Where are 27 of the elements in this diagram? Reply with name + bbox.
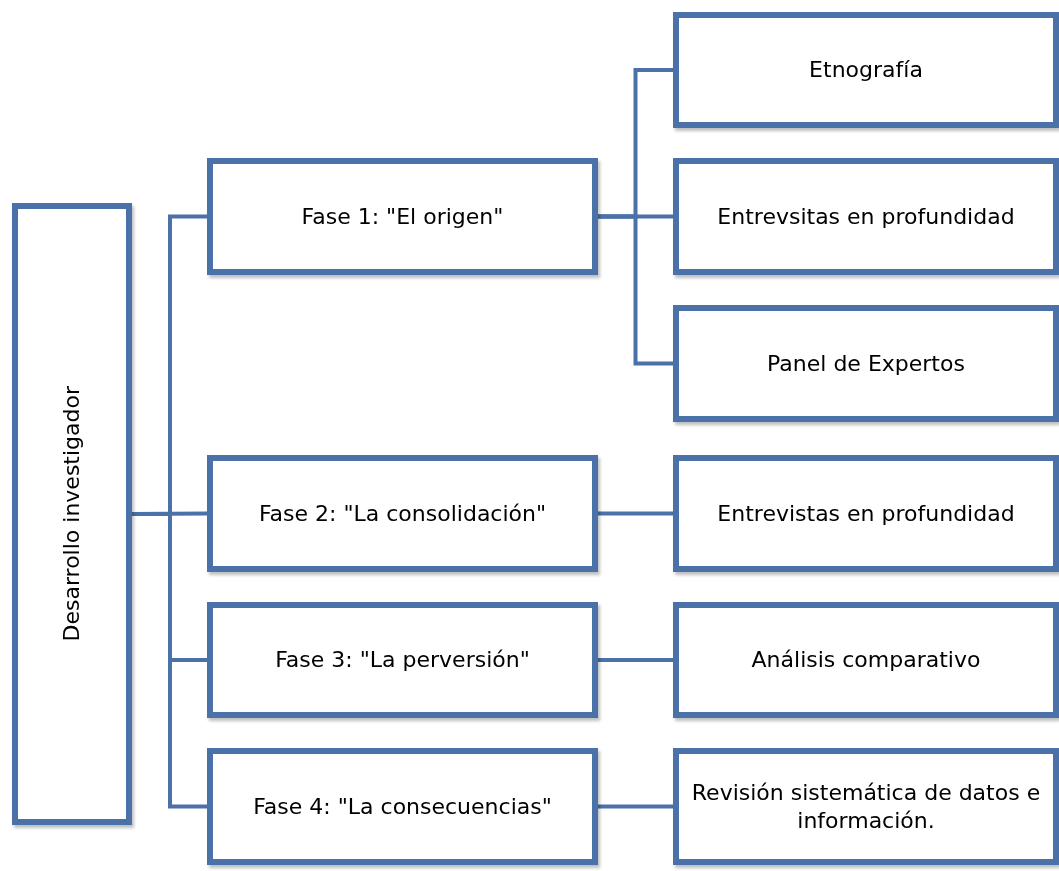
process-box: [207, 455, 598, 572]
process-box: [673, 158, 1059, 275]
connector-line: [598, 214, 673, 366]
connector-line: [598, 804, 673, 809]
box-label: Análisis comparativo: [750, 646, 982, 674]
process-box: [673, 748, 1059, 865]
process-box: [207, 158, 598, 275]
box-label: Fase 4: "La consecuencias": [252, 792, 553, 821]
connector-line: [598, 511, 673, 516]
process-box: [207, 602, 598, 718]
box-label: Fase 2: "La consolidación": [257, 499, 548, 528]
process-box: [673, 305, 1059, 422]
process-box: [207, 748, 598, 865]
box-label: Etnografía: [808, 56, 924, 84]
box-label: Desarrollo investigador: [58, 385, 86, 644]
connector-line: [132, 512, 207, 809]
connector-line: [598, 658, 673, 662]
process-box: [673, 12, 1059, 128]
root-box: [12, 203, 132, 825]
box-label: Revisión sistemática de datos e información.: [690, 779, 1042, 834]
box-label: Entrevistas en profundidad: [716, 499, 1016, 528]
process-box: [673, 602, 1059, 718]
process-box: [673, 455, 1059, 572]
box-label: Entrevsitas en profundidad: [716, 202, 1016, 231]
box-label: Fase 1: "El origen": [300, 202, 505, 231]
box-label: Fase 3: "La perversión": [274, 646, 531, 674]
box-label: Panel de Expertos: [766, 349, 966, 378]
